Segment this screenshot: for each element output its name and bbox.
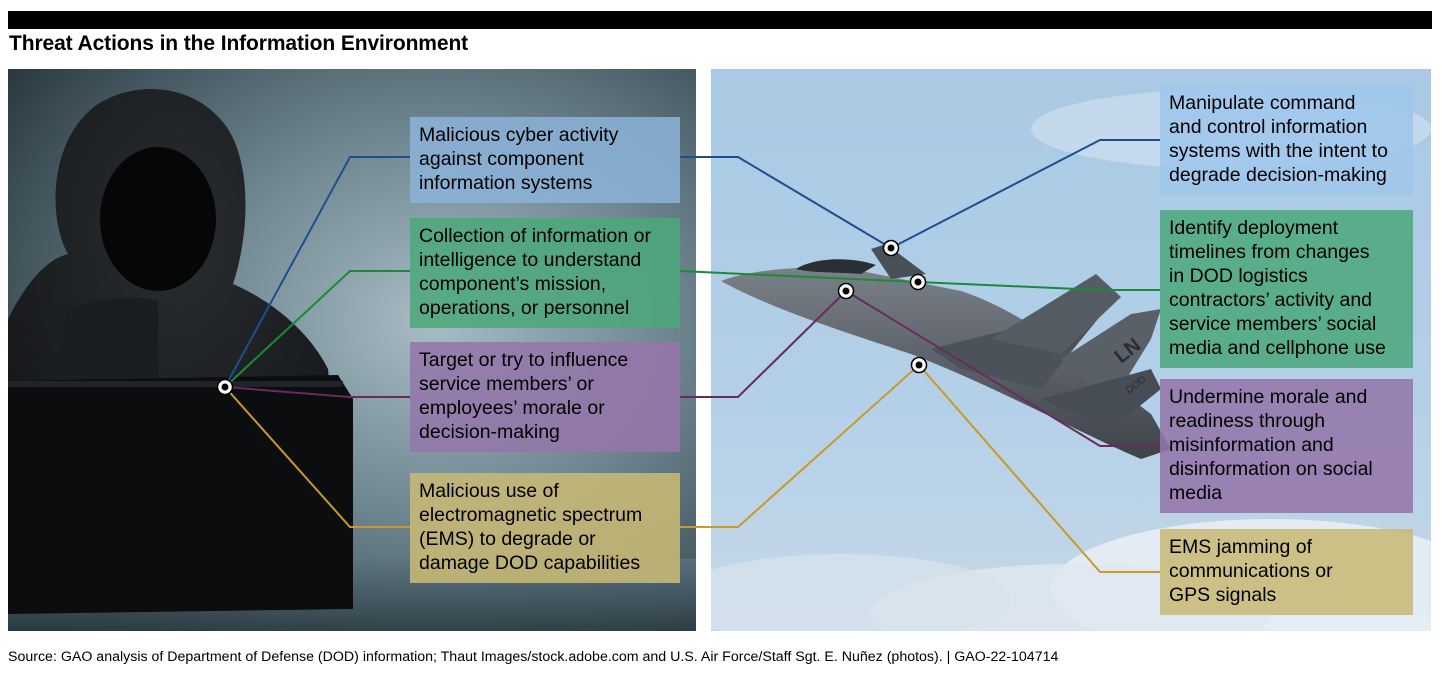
marker-hacker — [216, 378, 234, 396]
callout-deployment-timelines: Identify deployment timelines from chang… — [1160, 210, 1413, 368]
source-note: Source: GAO analysis of Department of De… — [8, 649, 1059, 665]
callout-undermine-morale: Undermine morale and readiness through m… — [1160, 379, 1413, 513]
connector-morale-right — [845, 290, 1160, 447]
connector-cyber-mid — [680, 156, 892, 249]
marker-jet-top — [882, 239, 900, 257]
callout-line: readiness through — [1169, 410, 1326, 432]
callout-line: operations, or personnel — [419, 297, 630, 319]
connector-command-right — [890, 139, 1160, 249]
connector-influence-left — [224, 386, 410, 398]
figure-title: Threat Actions in the Information Enviro… — [9, 32, 469, 55]
connector-influence-mid — [680, 290, 847, 398]
callout-line: Malicious use of — [419, 480, 559, 502]
callout-line: Manipulate command — [1169, 92, 1356, 114]
callout-line: service members’ or — [419, 373, 594, 395]
callout-ems-jamming: EMS jamming of communications or GPS sig… — [1160, 529, 1413, 615]
connector-collection-left — [224, 270, 410, 388]
callout-cyber-activity: Malicious cyber activity against compone… — [410, 117, 680, 203]
connector-ems-left — [224, 386, 410, 528]
callout-line: in DOD logistics — [1169, 265, 1308, 287]
callout-line: GPS signals — [1169, 584, 1277, 606]
connector-deployment-right — [917, 281, 1160, 291]
callout-line: Undermine morale and — [1169, 386, 1368, 408]
callout-line: communications or — [1169, 560, 1333, 582]
callout-line: Identify deployment — [1169, 217, 1339, 239]
callout-line: and control information — [1169, 116, 1368, 138]
connector-jamming-right — [918, 364, 1160, 573]
connector-cyber-left — [224, 156, 410, 388]
callout-line: employees’ morale or — [419, 397, 605, 419]
callout-line: degrade decision-making — [1169, 164, 1387, 186]
callout-line: Collection of information or — [419, 225, 651, 247]
callout-line: disinformation on social — [1169, 458, 1373, 480]
callout-line: against component — [419, 148, 584, 170]
callout-line: Target or try to influence — [419, 349, 629, 371]
callout-influence-morale: Target or try to influence service membe… — [410, 342, 680, 452]
callout-line: media — [1169, 482, 1223, 504]
marker-jet-cockpit — [837, 282, 855, 300]
callout-command-control: Manipulate command and control informati… — [1160, 85, 1413, 195]
callout-line: intelligence to understand — [419, 249, 642, 271]
callout-line: EMS jamming of — [1169, 536, 1313, 558]
callout-line: media and cellphone use — [1169, 337, 1386, 359]
connector-ems-mid — [680, 364, 920, 528]
callout-line: electromagnetic spectrum — [419, 504, 643, 526]
callout-line: contractors’ activity and — [1169, 289, 1373, 311]
callout-line: information systems — [419, 172, 593, 194]
marker-jet-intake — [909, 273, 927, 291]
header-bar — [8, 11, 1432, 29]
callout-line: damage DOD capabilities — [419, 552, 641, 574]
callout-intelligence-collection: Collection of information or intelligenc… — [410, 218, 680, 328]
callout-line: decision-making — [419, 421, 560, 443]
callout-line: service members’ social — [1169, 313, 1377, 335]
callout-line: timelines from changes — [1169, 241, 1370, 263]
callout-line: misinformation and — [1169, 434, 1334, 456]
callout-line: component’s mission, — [419, 273, 607, 295]
callout-line: (EMS) to degrade or — [419, 528, 596, 550]
callout-ems-misuse: Malicious use of electromagnetic spectru… — [410, 473, 680, 583]
callout-line: Malicious cyber activity — [419, 124, 619, 146]
marker-jet-belly — [910, 356, 928, 374]
callout-line: systems with the intent to — [1169, 140, 1388, 162]
connector-collection-mid — [679, 270, 919, 283]
